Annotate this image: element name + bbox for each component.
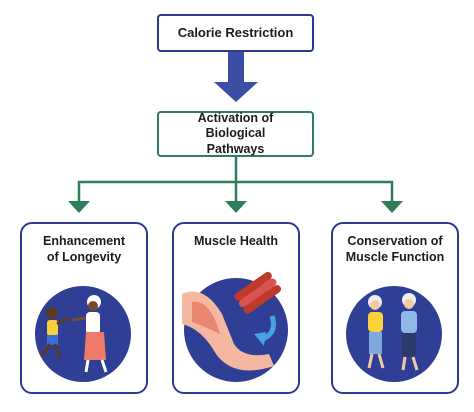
biological-pathways-label: Activation of Biological Pathways: [197, 110, 274, 156]
muscle-health-card: Muscle Health: [172, 222, 300, 394]
down-arrow-blue: [214, 52, 258, 102]
family-playing-icon: [35, 286, 131, 382]
calorie-restriction-node: Calorie Restriction: [157, 14, 314, 52]
biological-pathways-node: Activation of Biological Pathways: [157, 111, 314, 157]
longevity-card: Enhancement of Longevity: [20, 222, 148, 394]
arrowhead-left: [68, 201, 90, 213]
branch-arrowheads: [68, 201, 403, 213]
muscle-health-title: Muscle Health: [193, 234, 279, 248]
arm-muscle-icon: [182, 271, 288, 382]
longevity-title: Enhancement of Longevity: [43, 234, 125, 265]
arrowhead-right: [381, 201, 403, 213]
branch-lines: [77, 157, 394, 204]
arrowhead-center: [225, 201, 247, 213]
muscle-function-card: Conservation of Muscle Function: [331, 222, 459, 394]
calorie-restriction-label: Calorie Restriction: [177, 24, 294, 40]
muscle-fiber-icon: [234, 271, 281, 314]
elderly-couple-jogging-icon: [346, 286, 442, 382]
muscle-function-title: Conservation of Muscle Function: [345, 234, 445, 265]
